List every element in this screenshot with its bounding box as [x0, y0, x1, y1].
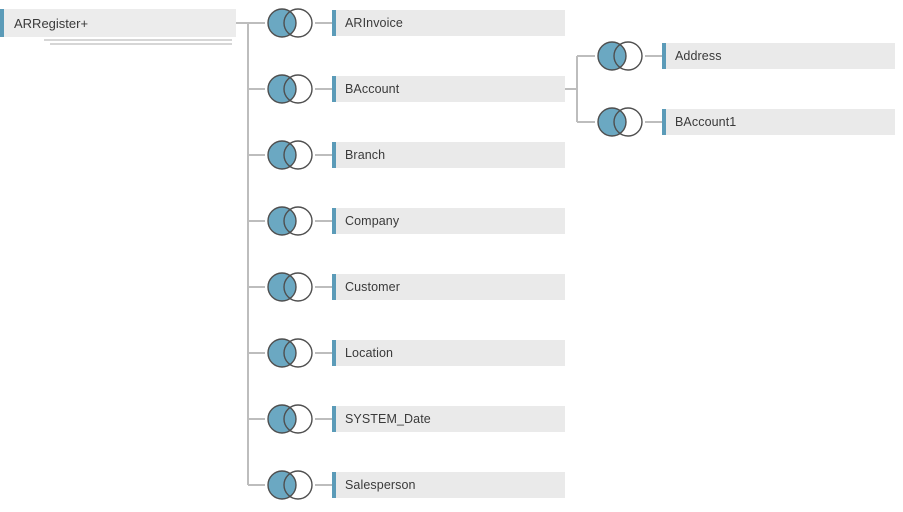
join-venn-icon[interactable] — [265, 205, 315, 237]
node-label: Branch — [345, 147, 386, 162]
node-customer[interactable]: Customer — [332, 274, 565, 300]
root-node-arregister[interactable]: ARRegister+ — [0, 9, 236, 37]
node-label: BAccount — [345, 81, 400, 96]
join-venn-icon[interactable] — [265, 469, 315, 501]
node-label: Location — [345, 345, 394, 360]
node-label: BAccount1 — [675, 114, 737, 129]
join-venn-icon[interactable] — [265, 73, 315, 105]
node-baccount[interactable]: BAccount — [332, 76, 565, 102]
root-node-stack-shadow-1 — [44, 39, 232, 41]
join-venn-icon[interactable] — [265, 337, 315, 369]
root-node-label: ARRegister+ — [14, 15, 89, 31]
node-branch[interactable]: Branch — [332, 142, 565, 168]
join-venn-icon[interactable] — [265, 403, 315, 435]
node-label: Company — [345, 213, 400, 228]
join-venn-icon[interactable] — [595, 40, 645, 72]
node-arinvoice[interactable]: ARInvoice — [332, 10, 565, 36]
join-venn-icon[interactable] — [595, 106, 645, 138]
join-venn-icon[interactable] — [265, 271, 315, 303]
join-venn-icon[interactable] — [265, 7, 315, 39]
node-label: Salesperson — [345, 477, 416, 492]
root-node-stack-shadow-2 — [50, 43, 232, 45]
node-location[interactable]: Location — [332, 340, 565, 366]
node-salesperson[interactable]: Salesperson — [332, 472, 565, 498]
node-system-date[interactable]: SYSTEM_Date — [332, 406, 565, 432]
node-baccount1[interactable]: BAccount1 — [662, 109, 895, 135]
node-address[interactable]: Address — [662, 43, 895, 69]
node-label: Address — [675, 48, 722, 63]
node-company[interactable]: Company — [332, 208, 565, 234]
node-label: SYSTEM_Date — [345, 411, 431, 426]
join-venn-icon[interactable] — [265, 139, 315, 171]
node-label: ARInvoice — [345, 15, 403, 30]
node-label: Customer — [345, 279, 400, 294]
